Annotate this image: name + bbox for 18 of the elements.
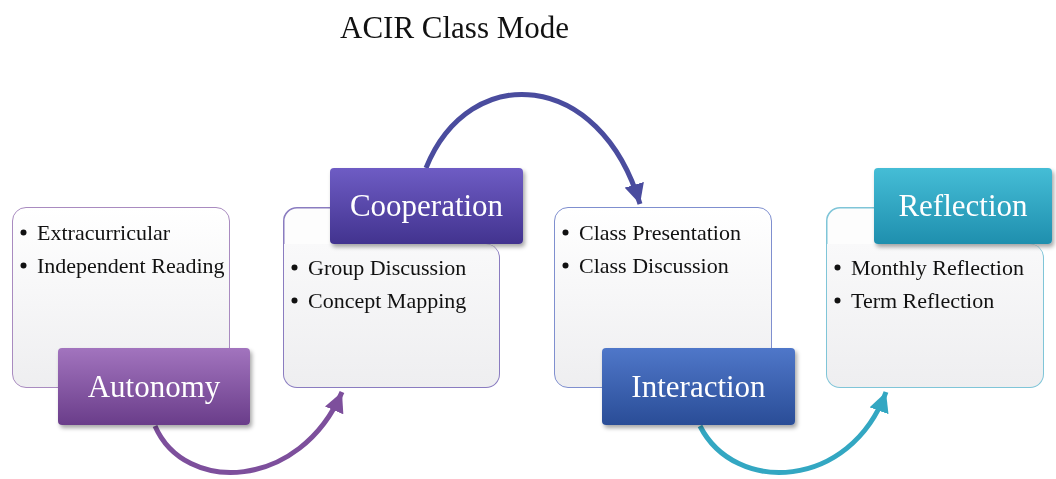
bullet-item: Class Discussion <box>555 251 771 280</box>
stage-box: Interaction <box>602 348 795 425</box>
bullet-item: Independent Reading <box>13 251 229 280</box>
bullet-item: Concept Mapping <box>284 286 499 315</box>
text-card <box>826 244 1044 388</box>
curved-arrow <box>697 390 889 475</box>
stage-box: Cooperation <box>330 168 523 244</box>
stage-box: Reflection <box>874 168 1052 244</box>
bullet-item: Group Discussion <box>284 253 499 282</box>
bullet-item: Extracurricular <box>13 218 229 247</box>
diagram-title: ACIR Class Mode <box>340 10 570 46</box>
curved-arrow <box>152 390 345 475</box>
bullet-item: Monthly Reflection <box>827 253 1043 282</box>
curved-arrow <box>423 92 643 205</box>
stage-box: Autonomy <box>58 348 250 425</box>
bullet-item: Class Presentation <box>555 218 771 247</box>
bullet-item: Term Reflection <box>827 286 1043 315</box>
text-card <box>283 244 500 388</box>
